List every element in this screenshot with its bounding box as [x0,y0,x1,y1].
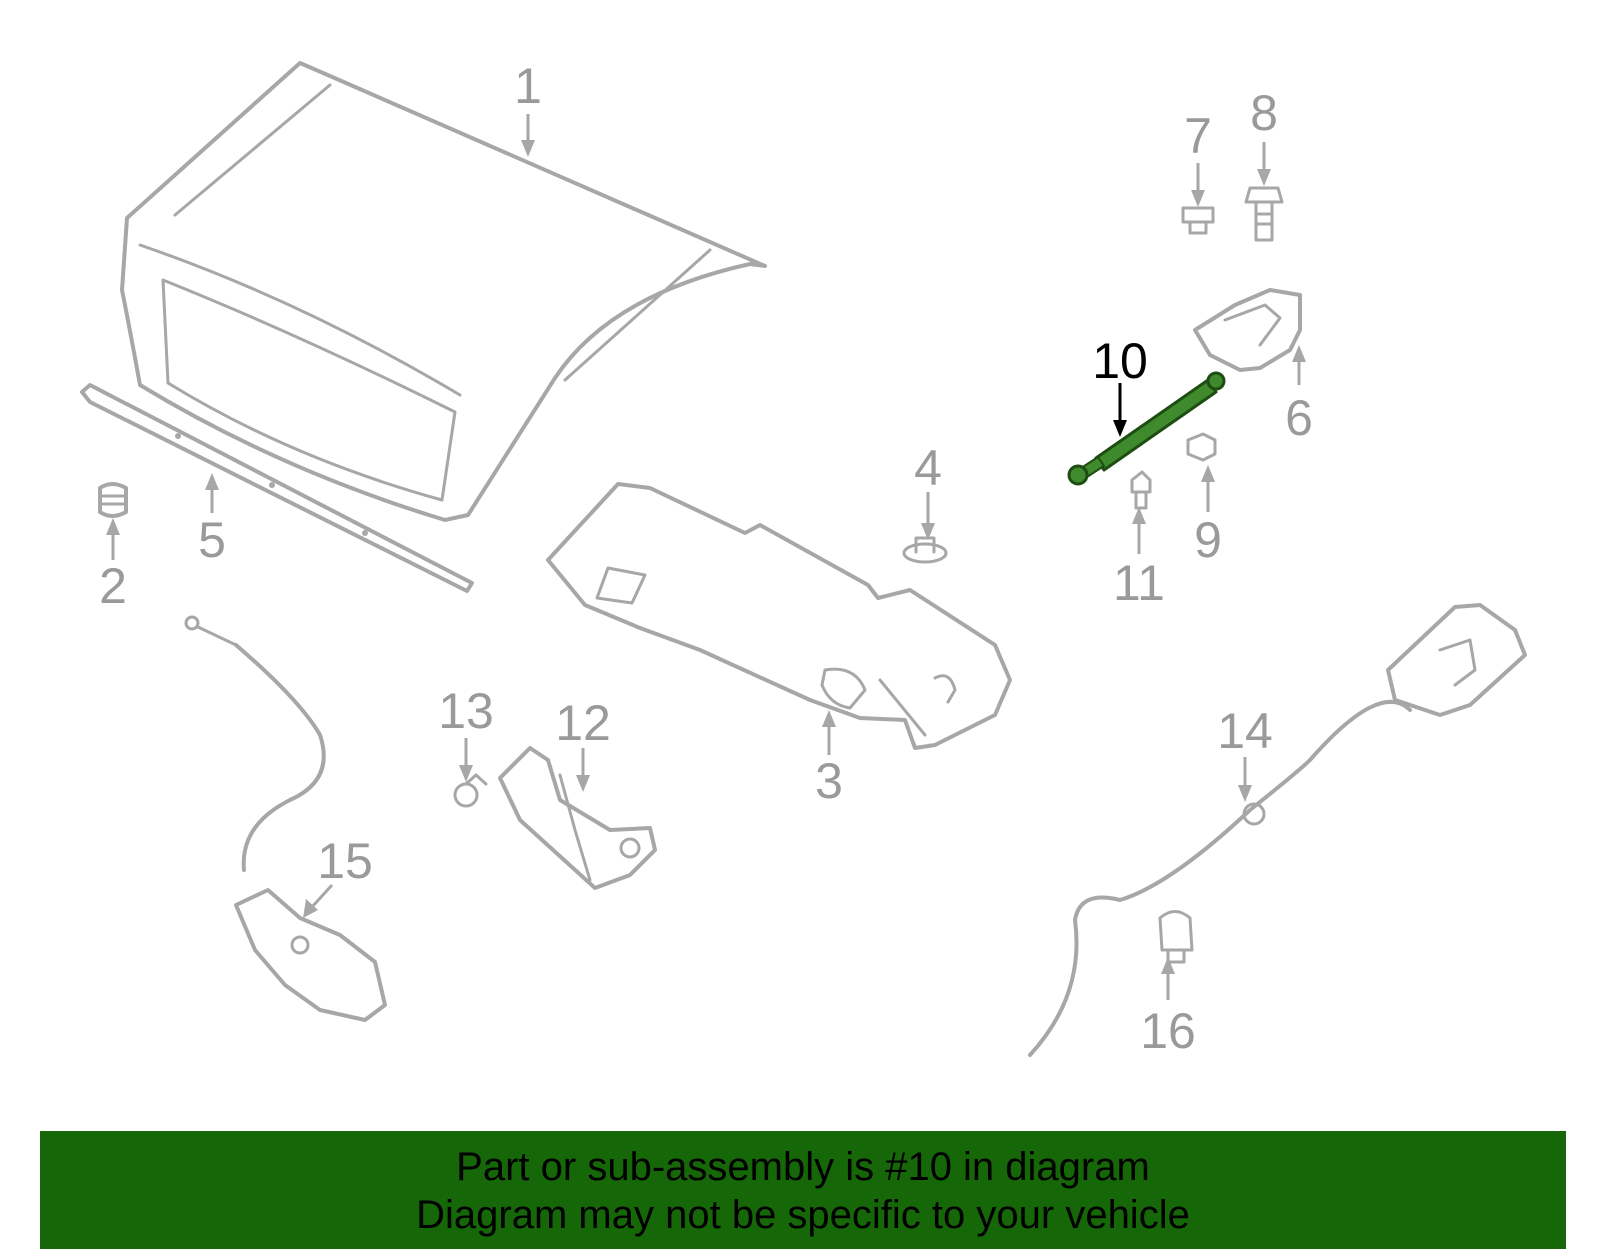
callout-14: 14 [1217,703,1273,759]
release-cable-part [1028,603,1527,1057]
callout-6: 6 [1285,390,1313,446]
insulator-part [546,482,1012,750]
clip-part [902,536,948,564]
hood-bumper-part [1158,910,1194,964]
callout-16: 16 [1140,1003,1196,1059]
info-banner: Part or sub-assembly is #10 in diagram D… [40,1131,1566,1249]
callout-arrows [106,114,1306,1000]
callout-11: 11 [1113,555,1165,611]
callout-7: 7 [1184,108,1212,164]
callout-9: 9 [1194,512,1222,568]
weatherstrip-part [80,383,474,593]
nut-part [1181,206,1215,235]
bumper-stop-part [1186,432,1217,462]
banner-line-disclaimer: Diagram may not be specific to your vehi… [416,1193,1190,1237]
bumper-part [98,482,128,518]
callout-15: 15 [317,833,373,889]
bolt-part [1244,186,1284,242]
callout-3: 3 [815,753,843,809]
stud-part [1130,470,1152,510]
hood-part [120,61,767,522]
retainer-part [453,773,488,808]
callout-labels: 1 2 3 4 5 6 7 8 9 10 11 12 13 14 15 16 [99,58,1313,1059]
callout-12: 12 [555,695,611,751]
callout-8: 8 [1250,85,1278,141]
hinge-part [1193,288,1302,372]
callout-5: 5 [198,512,226,568]
callout-10: 10 [1092,333,1148,389]
banner-line-part-number: Part or sub-assembly is #10 in diagram [456,1145,1150,1189]
latch-part [498,746,657,890]
lift-support-part [1067,371,1226,486]
release-handle-part [184,615,387,1022]
callout-13: 13 [438,683,494,739]
callout-2: 2 [99,558,127,614]
callout-4: 4 [914,440,942,496]
callout-1: 1 [514,58,542,114]
